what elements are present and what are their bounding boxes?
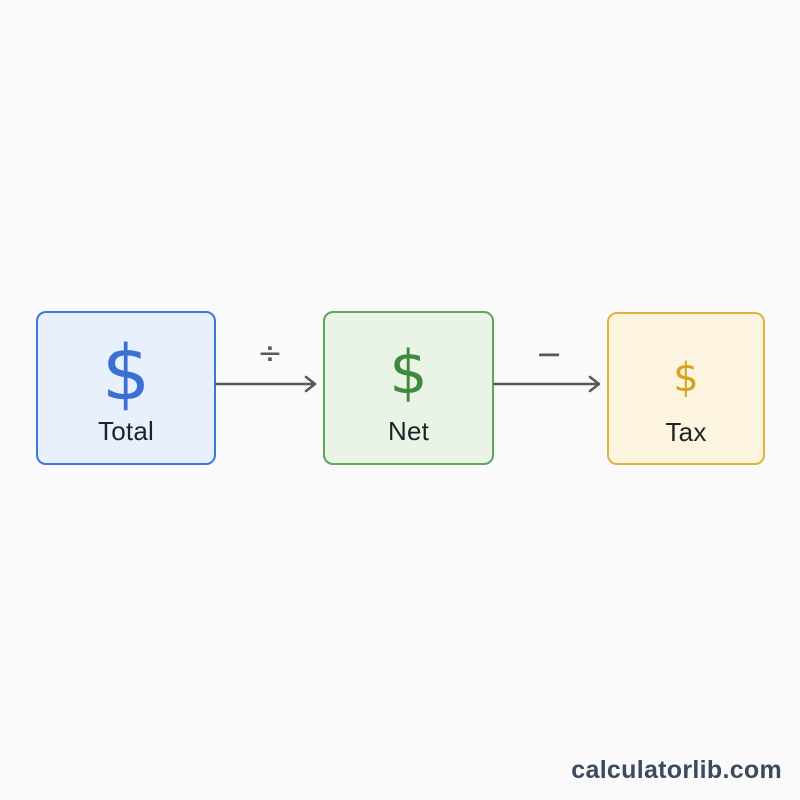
dollar-icon: $ [389, 338, 428, 408]
tax-label: Tax [665, 417, 707, 447]
arrow-net-to-tax [492, 375, 601, 393]
tax-node: $ Tax [607, 312, 765, 465]
divide-operator: ÷ [257, 336, 283, 371]
arrow-total-to-net [214, 375, 317, 393]
dollar-icon: $ [101, 328, 151, 417]
dollar-icon: $ [673, 355, 699, 401]
net-node: $ Net [323, 311, 494, 465]
net-label: Net [387, 416, 430, 446]
total-label: Total [98, 416, 154, 446]
watermark: calculatorlib.com [571, 756, 782, 784]
total-node: $ Total [36, 311, 216, 465]
minus-operator: − [535, 335, 563, 373]
